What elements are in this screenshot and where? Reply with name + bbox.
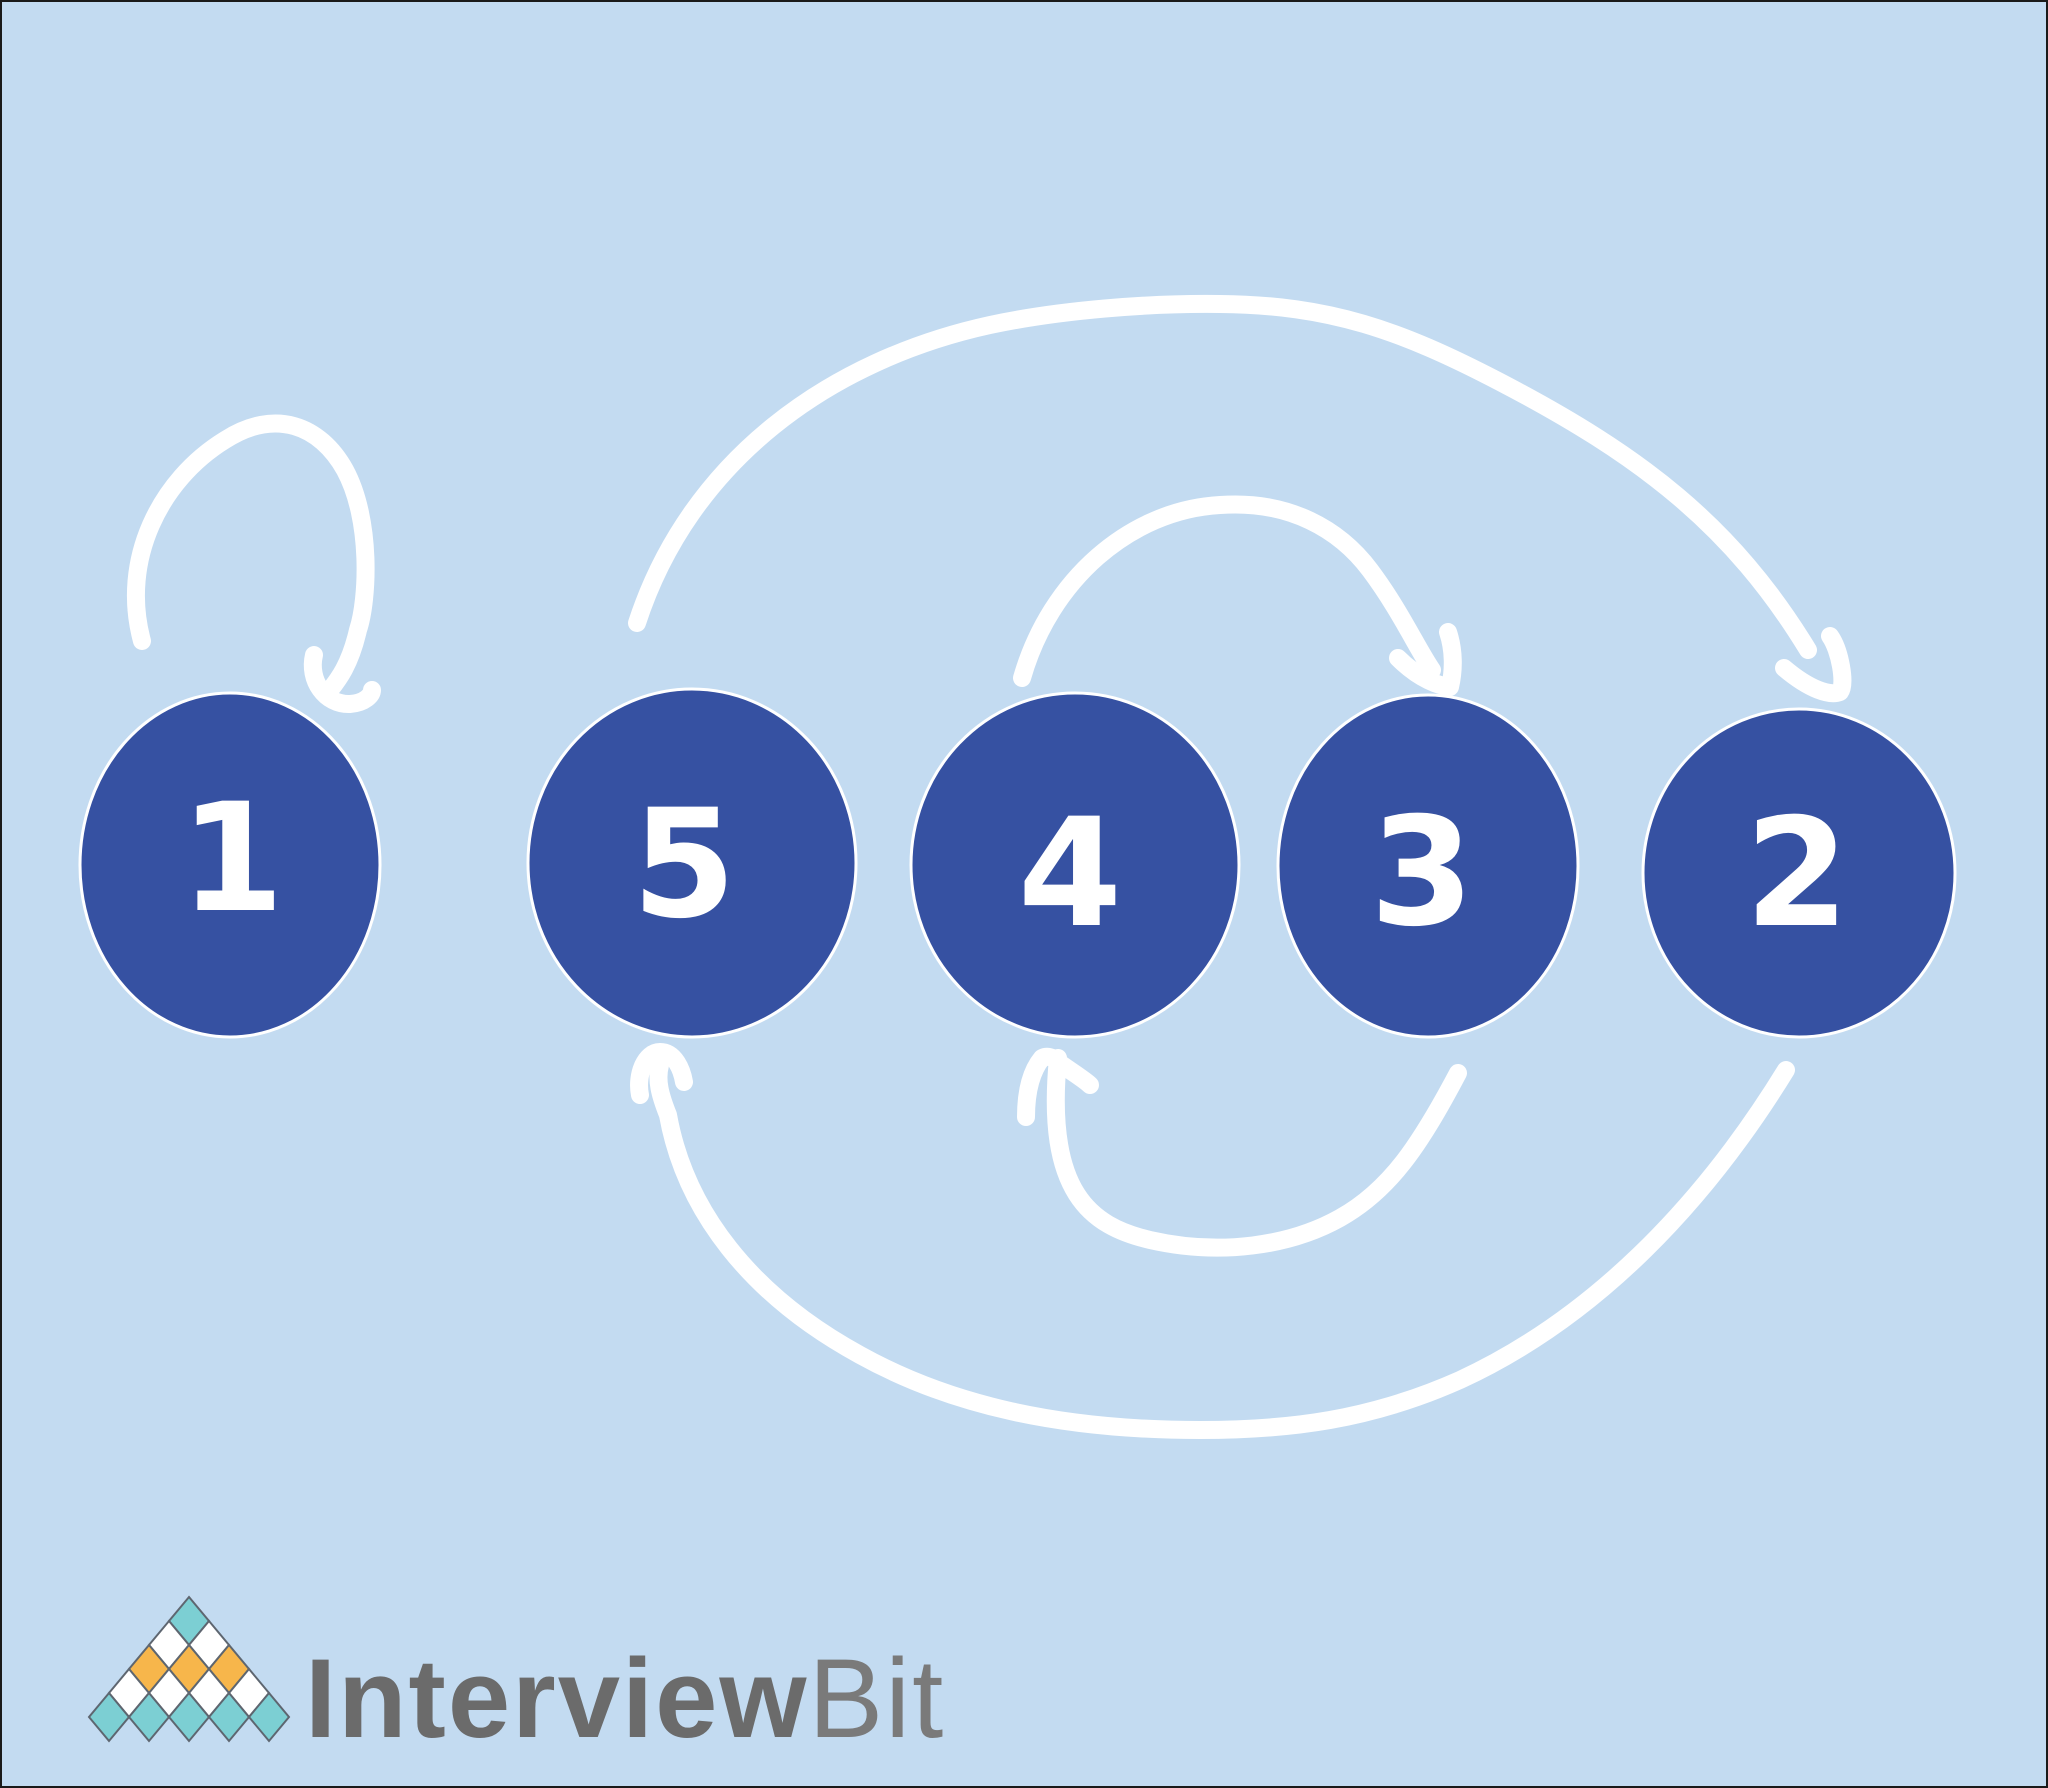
- node-2: 2: [1641, 707, 1957, 1039]
- node-4: 4: [909, 691, 1241, 1039]
- logo-text-interview: Interview: [305, 1636, 809, 1761]
- svg-text:InterviewBit: InterviewBit: [305, 1636, 945, 1761]
- edge-3-to-4: [1017, 1047, 1467, 1257]
- node-4-label: 4: [1018, 787, 1122, 961]
- node-2-label: 2: [1745, 787, 1849, 961]
- edge-4-to-3: [1013, 495, 1462, 696]
- logo-text-bit: Bit: [809, 1636, 946, 1761]
- node-3-label: 3: [1370, 786, 1474, 960]
- node-1: 1: [78, 691, 382, 1039]
- node-5-label: 5: [632, 778, 736, 952]
- node-1-label: 1: [180, 772, 284, 946]
- edge-5-to-2: [628, 294, 1852, 703]
- edge-1-to-1: [126, 414, 381, 713]
- node-5: 5: [526, 687, 858, 1039]
- node-3: 3: [1276, 693, 1580, 1039]
- logo-diamond-icon: [87, 1595, 291, 1743]
- interviewbit-logo: InterviewBit: [87, 1595, 945, 1761]
- edge-2-to-5: [630, 1043, 1795, 1439]
